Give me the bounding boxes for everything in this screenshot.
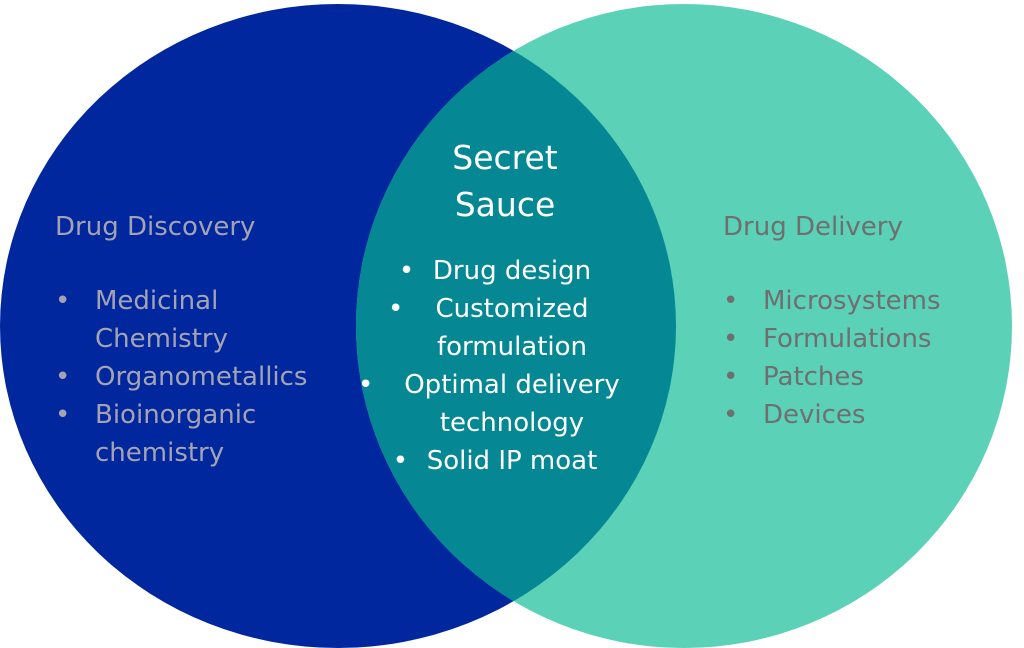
secret-sauce-group: Secret Sauce • Drug design • Customized fo…: [345, 134, 665, 480]
list-item: • Optimal delivery technology: [345, 366, 665, 442]
bullet-icon: •: [392, 446, 409, 476]
bullet-icon: •: [398, 256, 415, 286]
list-item: Organometallics: [55, 358, 345, 396]
secret-sauce-title: Secret Sauce: [345, 134, 665, 228]
bullet-icon: •: [388, 294, 404, 324]
secret-sauce-title-text: Secret Sauce: [452, 138, 558, 224]
drug-delivery-list: Microsystems Formulations Patches Device…: [723, 282, 1013, 434]
drug-discovery-list: Medicinal Chemistry Organometallics Bioi…: [55, 282, 345, 472]
list-item: • Drug design: [345, 252, 665, 290]
drug-delivery-group: Drug Delivery Microsystems Formulations …: [723, 210, 1013, 434]
list-item: • Solid IP moat: [345, 442, 665, 480]
list-item: Formulations: [723, 320, 1013, 358]
list-item: Microsystems: [723, 282, 1013, 320]
list-item: Bioinorganic chemistry: [55, 396, 295, 472]
list-item-text: Optimal delivery technology: [404, 370, 620, 438]
list-item: Patches: [723, 358, 1013, 396]
drug-delivery-title: Drug Delivery: [723, 212, 903, 242]
list-item: Medicinal Chemistry: [55, 282, 295, 358]
bullet-icon: •: [358, 370, 374, 400]
list-item: Devices: [723, 396, 1013, 434]
list-item-text: Customized formulation: [435, 294, 589, 362]
drug-discovery-group: Drug Discovery Medicinal Chemistry Organ…: [55, 210, 345, 472]
list-item-text: Drug design: [432, 256, 592, 286]
secret-sauce-list: • Drug design • Customized formulation • Op…: [345, 252, 665, 480]
overlap-region: [356, 4, 676, 648]
drug-discovery-title: Drug Discovery: [55, 212, 256, 242]
list-item-text: Solid IP moat: [426, 446, 598, 476]
list-item: • Customized formulation: [345, 290, 665, 366]
